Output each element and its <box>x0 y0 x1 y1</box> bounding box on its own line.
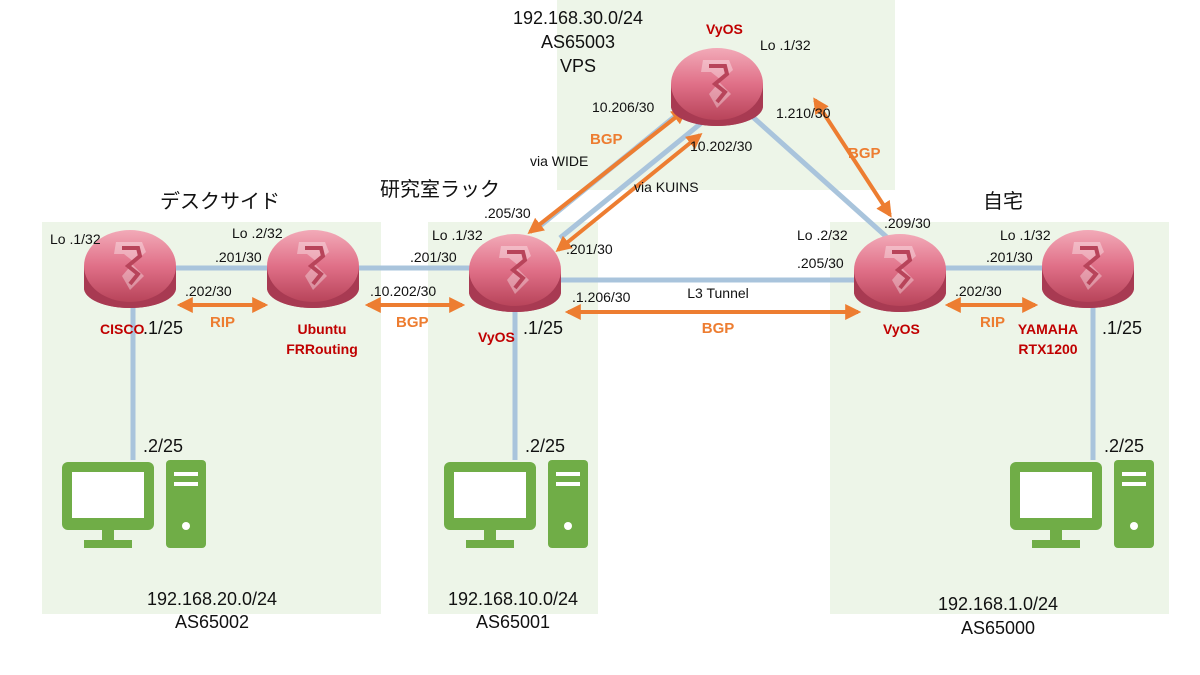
yamaha-lan-ip: .1/25 <box>1102 318 1142 338</box>
lab-vyos-loopback: Lo .1/32 <box>432 227 483 243</box>
arrow-bgp-lab-vps-2 <box>555 132 703 253</box>
lab-home-home-ip: .205/30 <box>797 255 844 271</box>
label-via-kuins: via KUINS <box>634 179 699 195</box>
vps-ip-wide: 10.206/30 <box>592 99 654 115</box>
lab-vps-protocol: BGP <box>590 131 623 148</box>
vps-home-vps-ip: 1.210/30 <box>776 105 831 121</box>
home-vyos-loopback: Lo .2/32 <box>797 227 848 243</box>
lab-pc-ip: .2/25 <box>525 436 565 456</box>
home-as: AS65000 <box>961 618 1035 638</box>
lab-home-protocol: BGP <box>702 320 735 337</box>
desk-pc-ip: .2/25 <box>143 436 183 456</box>
cisco-ubuntu-protocol: RIP <box>210 314 235 331</box>
yamaha-name-2: RTX1200 <box>1018 341 1077 357</box>
router-yamaha-icon <box>1040 228 1136 310</box>
lab-subnet: 192.168.10.0/24 <box>448 589 578 609</box>
zone-desk-title: デスクサイド <box>160 190 280 213</box>
home-yamaha-ip-a: .202/30 <box>955 283 1002 299</box>
cisco-loopback: Lo .1/32 <box>50 231 101 247</box>
lab-ip-wide: .205/30 <box>484 205 531 221</box>
router-lab-vyos-icon <box>467 232 563 314</box>
vps-title: VPS <box>560 56 596 76</box>
ubuntu-lab-protocol: BGP <box>396 314 429 331</box>
zone-home-title: 自宅 <box>983 190 1023 213</box>
lab-home-lab-ip: .1.206/30 <box>572 289 631 305</box>
lab-vyos-name: VyOS <box>478 329 515 345</box>
vps-vyos-name: VyOS <box>706 21 743 37</box>
lab-vyos-lan-ip: .1/25 <box>523 318 563 338</box>
cisco-lan-ip: .1/25 <box>143 318 183 338</box>
arrow-bgp-vps-home <box>813 97 892 218</box>
home-pc-ip: .2/25 <box>1104 436 1144 456</box>
yamaha-loopback: Lo .1/32 <box>1000 227 1051 243</box>
ubuntu-lab-ip-b: .201/30 <box>410 249 457 265</box>
vps-home-home-ip: .209/30 <box>884 215 931 231</box>
cisco-ubuntu-ip-a: .202/30 <box>185 283 232 299</box>
lab-ip-kuins: .201/30 <box>566 241 613 257</box>
cisco-ubuntu-ip-b: .201/30 <box>215 249 262 265</box>
home-vyos-name: VyOS <box>883 321 920 337</box>
lab-as: AS65001 <box>476 612 550 632</box>
router-vps-vyos-icon <box>669 46 765 128</box>
router-ubuntu-icon <box>265 228 361 310</box>
ubuntu-name-2: FRRouting <box>286 341 358 357</box>
yamaha-name-1: YAMAHA <box>1018 321 1078 337</box>
vps-vyos-loopback: Lo .1/32 <box>760 37 811 53</box>
ubuntu-lab-ip-a: .10.202/30 <box>370 283 436 299</box>
label-via-wide: via WIDE <box>530 153 588 169</box>
tunnel-label: L3 Tunnel <box>687 285 749 301</box>
home-subnet: 192.168.1.0/24 <box>938 594 1058 614</box>
home-yamaha-ip-b: .201/30 <box>986 249 1033 265</box>
ubuntu-loopback: Lo .2/32 <box>232 225 283 241</box>
zone-lab-title: 研究室ラック <box>380 178 500 201</box>
vps-as: AS65003 <box>541 32 615 52</box>
vps-subnet: 192.168.30.0/24 <box>513 8 643 28</box>
desk-subnet: 192.168.20.0/24 <box>147 589 277 609</box>
ubuntu-name-1: Ubuntu <box>298 321 347 337</box>
vps-home-protocol: BGP <box>848 145 881 162</box>
desk-as: AS65002 <box>175 612 249 632</box>
cisco-name: CISCO <box>100 321 144 337</box>
router-home-vyos-icon <box>852 232 948 314</box>
vps-ip-kuins: 10.202/30 <box>690 138 752 154</box>
home-yamaha-protocol: RIP <box>980 314 1005 331</box>
